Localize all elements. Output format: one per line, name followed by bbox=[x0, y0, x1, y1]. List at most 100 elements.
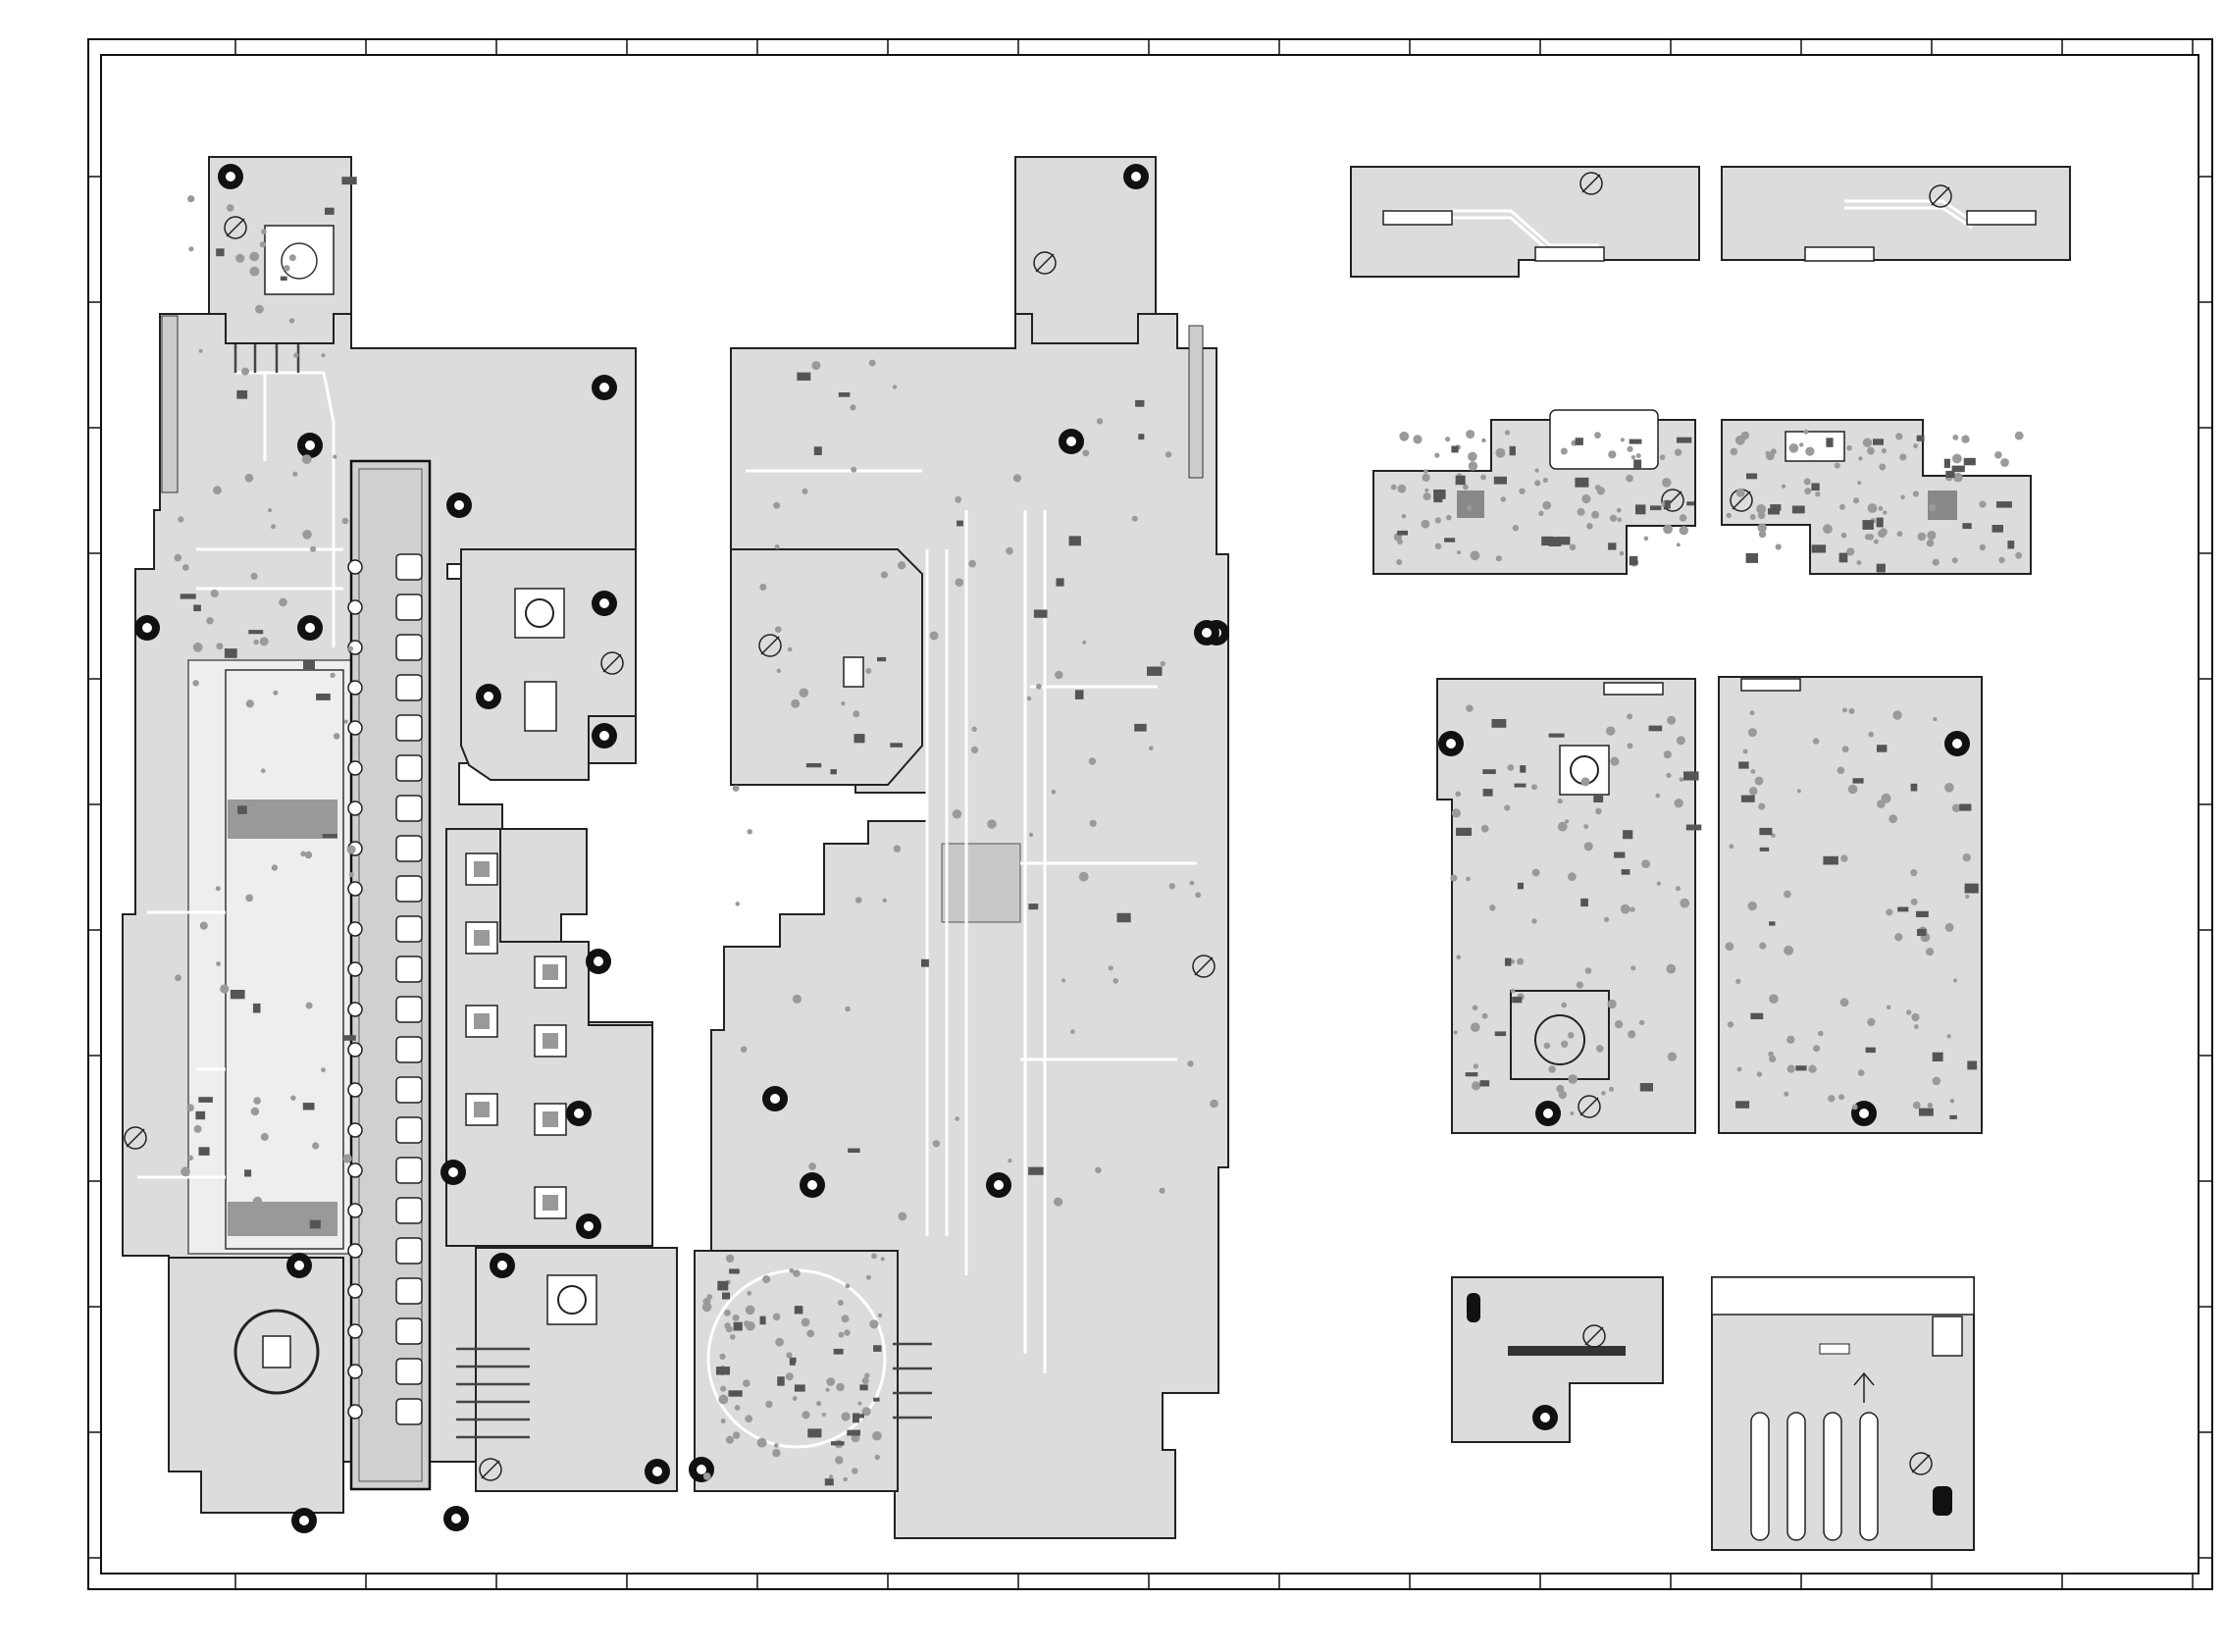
via bbox=[1895, 433, 1902, 439]
smd-part bbox=[231, 990, 245, 999]
board-ribbon-right bbox=[1722, 167, 2070, 261]
switch-pad bbox=[396, 675, 422, 700]
via bbox=[1596, 1045, 1604, 1053]
via bbox=[1655, 794, 1660, 799]
smd-part bbox=[1134, 724, 1147, 732]
tact-switch-core bbox=[474, 1013, 490, 1029]
via bbox=[826, 1388, 830, 1392]
smd-part bbox=[1911, 784, 1918, 792]
vent-slot bbox=[1751, 1413, 1769, 1540]
switch-pad bbox=[396, 554, 422, 580]
via bbox=[1621, 438, 1625, 441]
via bbox=[1006, 547, 1013, 555]
smd-part bbox=[1135, 400, 1144, 407]
via bbox=[1857, 481, 1861, 485]
via bbox=[1805, 447, 1814, 456]
mounting-hole-center bbox=[574, 1109, 584, 1118]
via bbox=[720, 1386, 726, 1392]
via bbox=[743, 1379, 750, 1387]
via bbox=[175, 974, 181, 981]
smd-part bbox=[1917, 929, 1926, 936]
switch-via bbox=[348, 922, 362, 936]
mounting-hole-center bbox=[994, 1180, 1004, 1190]
via bbox=[1784, 1092, 1788, 1097]
via bbox=[187, 195, 194, 202]
via bbox=[1577, 982, 1583, 989]
via bbox=[736, 902, 741, 906]
via bbox=[850, 404, 855, 410]
via bbox=[1594, 432, 1601, 439]
smd-part bbox=[1028, 1167, 1044, 1175]
via bbox=[321, 1067, 326, 1072]
smd-part bbox=[957, 521, 963, 527]
smd-part bbox=[1034, 610, 1048, 618]
switch-via bbox=[348, 681, 362, 695]
via bbox=[816, 1401, 821, 1406]
via bbox=[762, 1275, 770, 1283]
via bbox=[842, 1315, 850, 1322]
via bbox=[1132, 516, 1138, 522]
via bbox=[1471, 550, 1480, 560]
via bbox=[1626, 475, 1633, 483]
smd-part bbox=[1735, 1101, 1749, 1109]
via bbox=[793, 1396, 798, 1401]
smd-part bbox=[1877, 745, 1887, 752]
via bbox=[334, 733, 340, 740]
via bbox=[1928, 1103, 1933, 1108]
smd-part bbox=[1916, 911, 1929, 917]
via bbox=[1899, 453, 1906, 460]
via bbox=[851, 467, 856, 473]
via bbox=[1677, 736, 1685, 745]
via bbox=[1423, 474, 1430, 482]
via bbox=[1556, 1085, 1564, 1093]
smd-part bbox=[1866, 1048, 1876, 1054]
via bbox=[1662, 478, 1672, 488]
smd-part bbox=[839, 392, 851, 397]
via bbox=[211, 590, 219, 597]
via bbox=[1868, 732, 1874, 738]
via bbox=[1423, 492, 1431, 500]
vent-slot bbox=[1860, 1413, 1878, 1540]
via bbox=[1914, 1024, 1919, 1029]
via bbox=[1481, 825, 1489, 833]
via bbox=[1886, 908, 1892, 915]
via bbox=[1079, 872, 1089, 882]
via bbox=[1799, 442, 1803, 446]
via bbox=[733, 785, 740, 792]
switch-pad bbox=[396, 594, 422, 620]
via bbox=[289, 318, 294, 323]
smd-part bbox=[1877, 564, 1886, 573]
via bbox=[955, 496, 961, 503]
via bbox=[310, 546, 316, 552]
via bbox=[1965, 895, 1969, 899]
smd-part bbox=[729, 1268, 740, 1273]
via bbox=[773, 502, 780, 509]
via bbox=[1731, 448, 1738, 456]
smd-part bbox=[859, 1384, 867, 1390]
via bbox=[199, 349, 203, 353]
smd-part bbox=[1649, 726, 1663, 732]
smd-part bbox=[244, 1169, 251, 1176]
smd-part bbox=[1746, 553, 1758, 563]
via bbox=[735, 1405, 741, 1411]
via bbox=[838, 1300, 844, 1306]
via bbox=[181, 1166, 190, 1176]
smd-part bbox=[717, 1281, 728, 1291]
via bbox=[1848, 785, 1858, 795]
smd-part bbox=[1992, 525, 2004, 533]
switch-pad bbox=[396, 876, 422, 902]
via bbox=[1036, 684, 1042, 690]
via bbox=[1082, 450, 1089, 457]
switch-pad bbox=[396, 1198, 422, 1223]
switch-via bbox=[348, 1163, 362, 1177]
switch-via bbox=[348, 1003, 362, 1016]
via bbox=[1900, 495, 1905, 500]
via bbox=[765, 1401, 772, 1408]
smd-part bbox=[1444, 538, 1455, 542]
via bbox=[788, 647, 793, 652]
via bbox=[1595, 485, 1601, 490]
via bbox=[1748, 902, 1757, 910]
via bbox=[1728, 1021, 1733, 1027]
smd-part bbox=[1949, 1115, 1957, 1119]
via bbox=[843, 1477, 848, 1482]
